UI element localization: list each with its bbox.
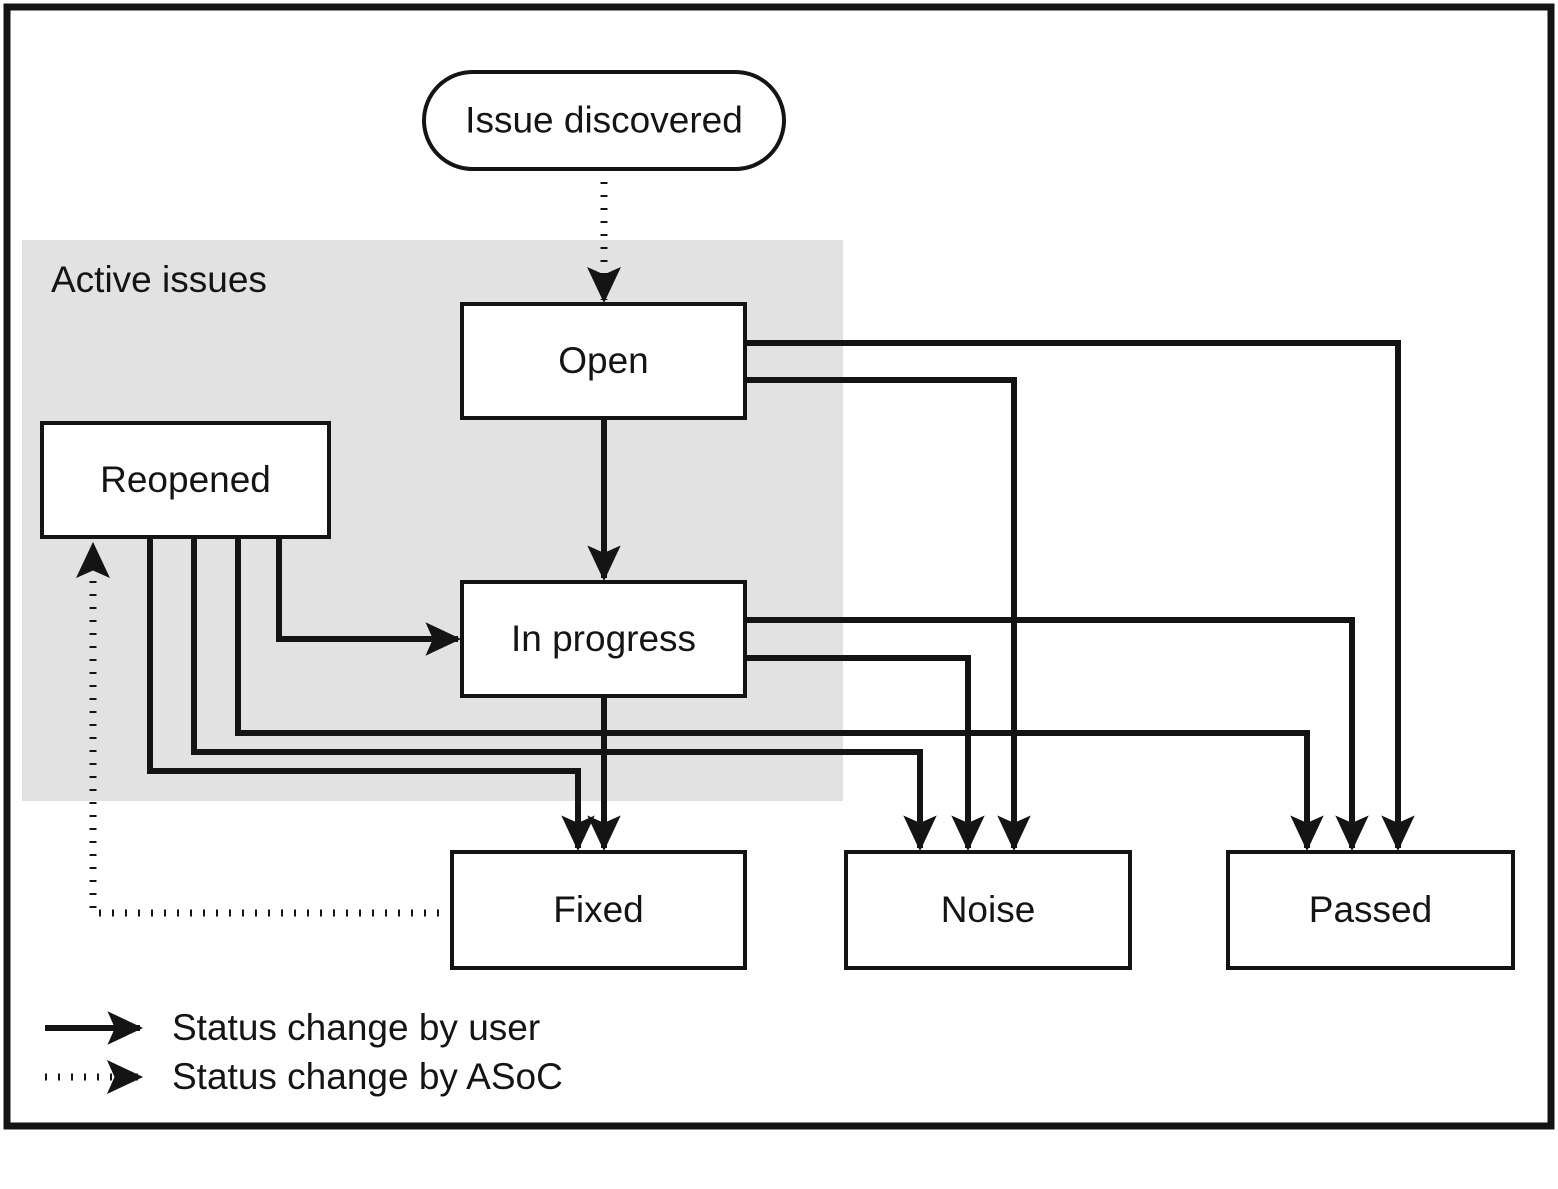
node-issue-discovered-shape [422, 70, 786, 171]
node-passed-shape [1226, 850, 1515, 970]
node-noise-label: Noise [941, 889, 1036, 930]
edges-layer [75, 169, 1415, 917]
legend-asoc-label: Status change by ASoC [172, 1056, 563, 1097]
node-issue-discovered-label: Issue discovered [465, 99, 743, 140]
node-in-progress-shape [460, 580, 747, 698]
node-fixed-label: Fixed [553, 889, 643, 930]
node-noise-shape [844, 850, 1132, 970]
edge-open-to-noise [745, 377, 1031, 852]
edge-reopened-to-in-progress [276, 537, 462, 656]
edge-reopened-to-noise [191, 537, 937, 852]
edge-reopened-to-passed [235, 537, 1324, 852]
figure-frame [3, 3, 1555, 1130]
legend-user: Status change by user [45, 1007, 540, 1048]
node-passed-label: Passed [1309, 889, 1432, 930]
node-passed[interactable]: Passed [1226, 850, 1515, 970]
node-noise[interactable]: Noise [844, 850, 1132, 970]
node-fixed[interactable]: Fixed [450, 850, 747, 970]
node-reopened[interactable]: Reopened [40, 421, 331, 539]
node-open-label: Open [558, 340, 649, 381]
node-fixed-shape [450, 850, 747, 970]
edge-open-to-passed [745, 340, 1415, 852]
node-reopened-shape [40, 421, 331, 539]
node-open-shape [460, 302, 747, 420]
active-issues-label: Active issues [51, 259, 267, 300]
node-reopened-label: Reopened [100, 459, 271, 500]
node-in-progress-label: In progress [511, 618, 696, 659]
node-in-progress[interactable]: In progress [460, 580, 747, 698]
edge-in-progress-to-passed [745, 617, 1369, 852]
node-issue-discovered[interactable]: Issue discovered [422, 70, 786, 171]
edge-reopened-to-fixed [147, 537, 595, 852]
node-open[interactable]: Open [460, 302, 747, 420]
legend-asoc: Status change by ASoC [45, 1056, 563, 1097]
legend-user-label: Status change by user [172, 1007, 540, 1048]
edge-in-progress-to-noise [745, 655, 985, 852]
